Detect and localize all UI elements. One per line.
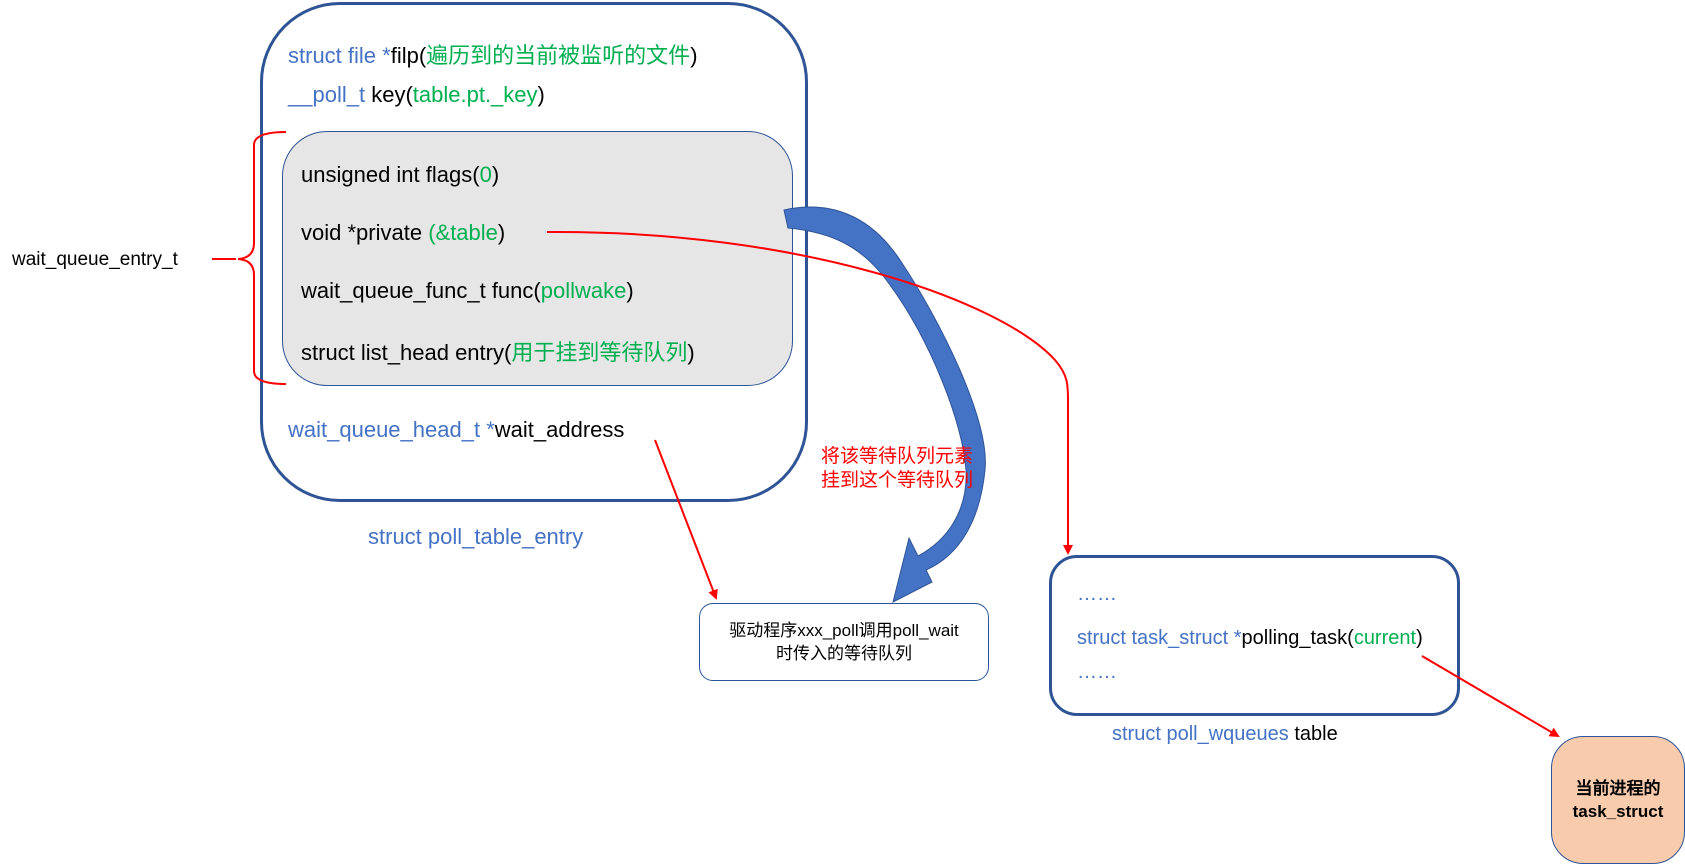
private-field: void *private (&table) <box>301 220 505 246</box>
func-paren-open: ( <box>533 278 541 303</box>
private-value: (&table <box>422 220 498 245</box>
list-entry-paren-open: ( <box>503 340 512 365</box>
list-entry-text: struct list_head entry <box>301 340 504 365</box>
func-value: pollwake <box>540 278 627 303</box>
annotation-line1: 将该等待队列元素 <box>821 446 974 467</box>
poll-table-entry-caption: struct poll_table_entry <box>368 524 584 549</box>
driver-wait-queue-box: 驱动程序xxx_poll调用poll_wait 时传入的等待队列 <box>699 603 989 681</box>
poll-wqueues-caption: struct poll_wqueues table <box>1112 723 1338 746</box>
key-value: table.pt._key <box>412 82 538 107</box>
annotation-line2: 挂到这个等待队列 <box>821 470 974 491</box>
annotation: 将该等待队列元素 挂到这个等待队列 <box>821 445 973 493</box>
polling-task-value: current <box>1353 627 1417 649</box>
polling-task-type: struct task_struct <box>1077 627 1229 649</box>
driver-queue-line1: 驱动程序xxx_poll调用poll_wait <box>729 621 959 640</box>
key-type: __poll_t <box>288 82 366 107</box>
polling-task-field: struct task_struct *polling_task(current… <box>1077 627 1423 650</box>
func-paren-close: ) <box>626 278 634 303</box>
table-ellipsis-bottom: …… <box>1077 661 1117 683</box>
filp-star: * <box>382 43 391 68</box>
polling-task-star: * <box>1233 627 1242 649</box>
filp-name: filp <box>390 43 419 68</box>
flags-paren-open: ( <box>472 162 480 187</box>
poll-wqueues-caption-name: table <box>1294 723 1338 745</box>
polling-task-paren-close: ) <box>1416 627 1423 649</box>
wait-address-name: wait_address <box>494 417 625 442</box>
polling-task-name: polling_task <box>1241 627 1348 649</box>
poll-wqueues-caption-type: struct poll_wqueues <box>1112 723 1289 745</box>
flags-value: 0 <box>479 162 492 187</box>
flags-paren-close: ) <box>491 162 500 187</box>
func-text: wait_queue_func_t func <box>301 278 534 303</box>
table-ellipsis-top: …… <box>1077 583 1117 605</box>
list-entry-paren-close: ) <box>687 340 695 365</box>
arrow-current-to-task <box>1421 655 1560 738</box>
wait-queue-entry-box <box>282 131 793 386</box>
key-field: __poll_t key(table.pt._key) <box>288 82 545 108</box>
wait-address-field: wait_queue_head_t *wait_address <box>288 417 624 443</box>
list-entry-value: 用于挂到等待队列 <box>511 340 688 365</box>
flags-text: unsigned int flags <box>301 162 473 187</box>
wait-address-type: wait_queue_head_t <box>288 417 481 442</box>
task-line2: task_struct <box>1572 802 1664 821</box>
task-struct-box: 当前进程的 task_struct <box>1551 736 1685 864</box>
filp-paren-close: ) <box>690 43 698 68</box>
driver-queue-line2: 时传入的等待队列 <box>776 644 912 663</box>
private-paren-close: ) <box>497 220 506 245</box>
filp-type: struct file <box>288 43 377 68</box>
arrow-private-to-table <box>546 230 1073 555</box>
curved-blue-arrow <box>783 206 986 603</box>
brace-shape <box>237 131 287 385</box>
polling-task-paren-open: ( <box>1347 627 1354 649</box>
key-paren-close: ) <box>537 82 545 107</box>
key-paren-open: ( <box>405 82 413 107</box>
private-text: void *private <box>301 220 423 245</box>
task-line1: 当前进程的 <box>1575 779 1661 798</box>
filp-desc: 遍历到的当前被监听的文件 <box>426 43 691 68</box>
key-name: key <box>371 82 406 107</box>
list-entry-field: struct list_head entry(用于挂到等待队列) <box>301 335 695 367</box>
func-field: wait_queue_func_t func(pollwake) <box>301 278 634 304</box>
wait-address-star: * <box>486 417 495 442</box>
flags-field: unsigned int flags(0) <box>301 162 499 188</box>
filp-field: struct file *filp(遍历到的当前被监听的文件) <box>288 38 698 70</box>
filp-paren-open: ( <box>418 43 427 68</box>
poll-wqueues-box <box>1049 555 1460 716</box>
brace-label: wait_queue_entry_t <box>12 249 178 270</box>
arrow-wait-address-to-queue <box>654 439 718 600</box>
